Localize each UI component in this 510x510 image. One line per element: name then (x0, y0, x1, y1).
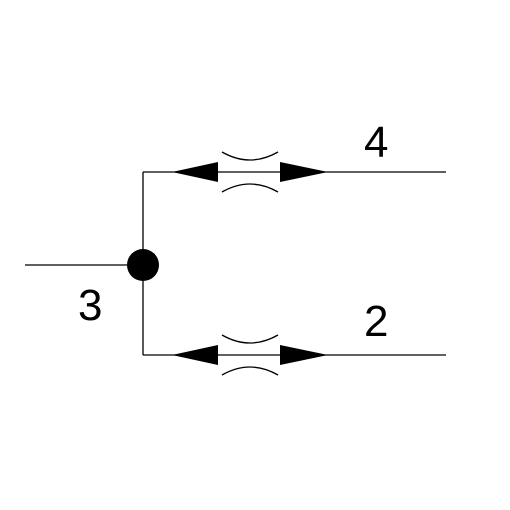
port-3-label: 3 (78, 281, 102, 330)
upper-restrictor-bottom-arc (221, 183, 279, 193)
lower-right-arrowhead (280, 345, 328, 365)
upper-left-arrowhead (172, 162, 218, 182)
port-4-label: 4 (364, 118, 388, 167)
lower-restrictor-top-arc (221, 334, 279, 344)
port-2-label: 2 (364, 297, 388, 346)
upper-right-arrowhead (280, 162, 328, 182)
lower-restrictor-bottom-arc (221, 366, 279, 376)
upper-restrictor-top-arc (221, 151, 279, 161)
junction-dot (127, 249, 159, 281)
lower-left-arrowhead (172, 345, 218, 365)
